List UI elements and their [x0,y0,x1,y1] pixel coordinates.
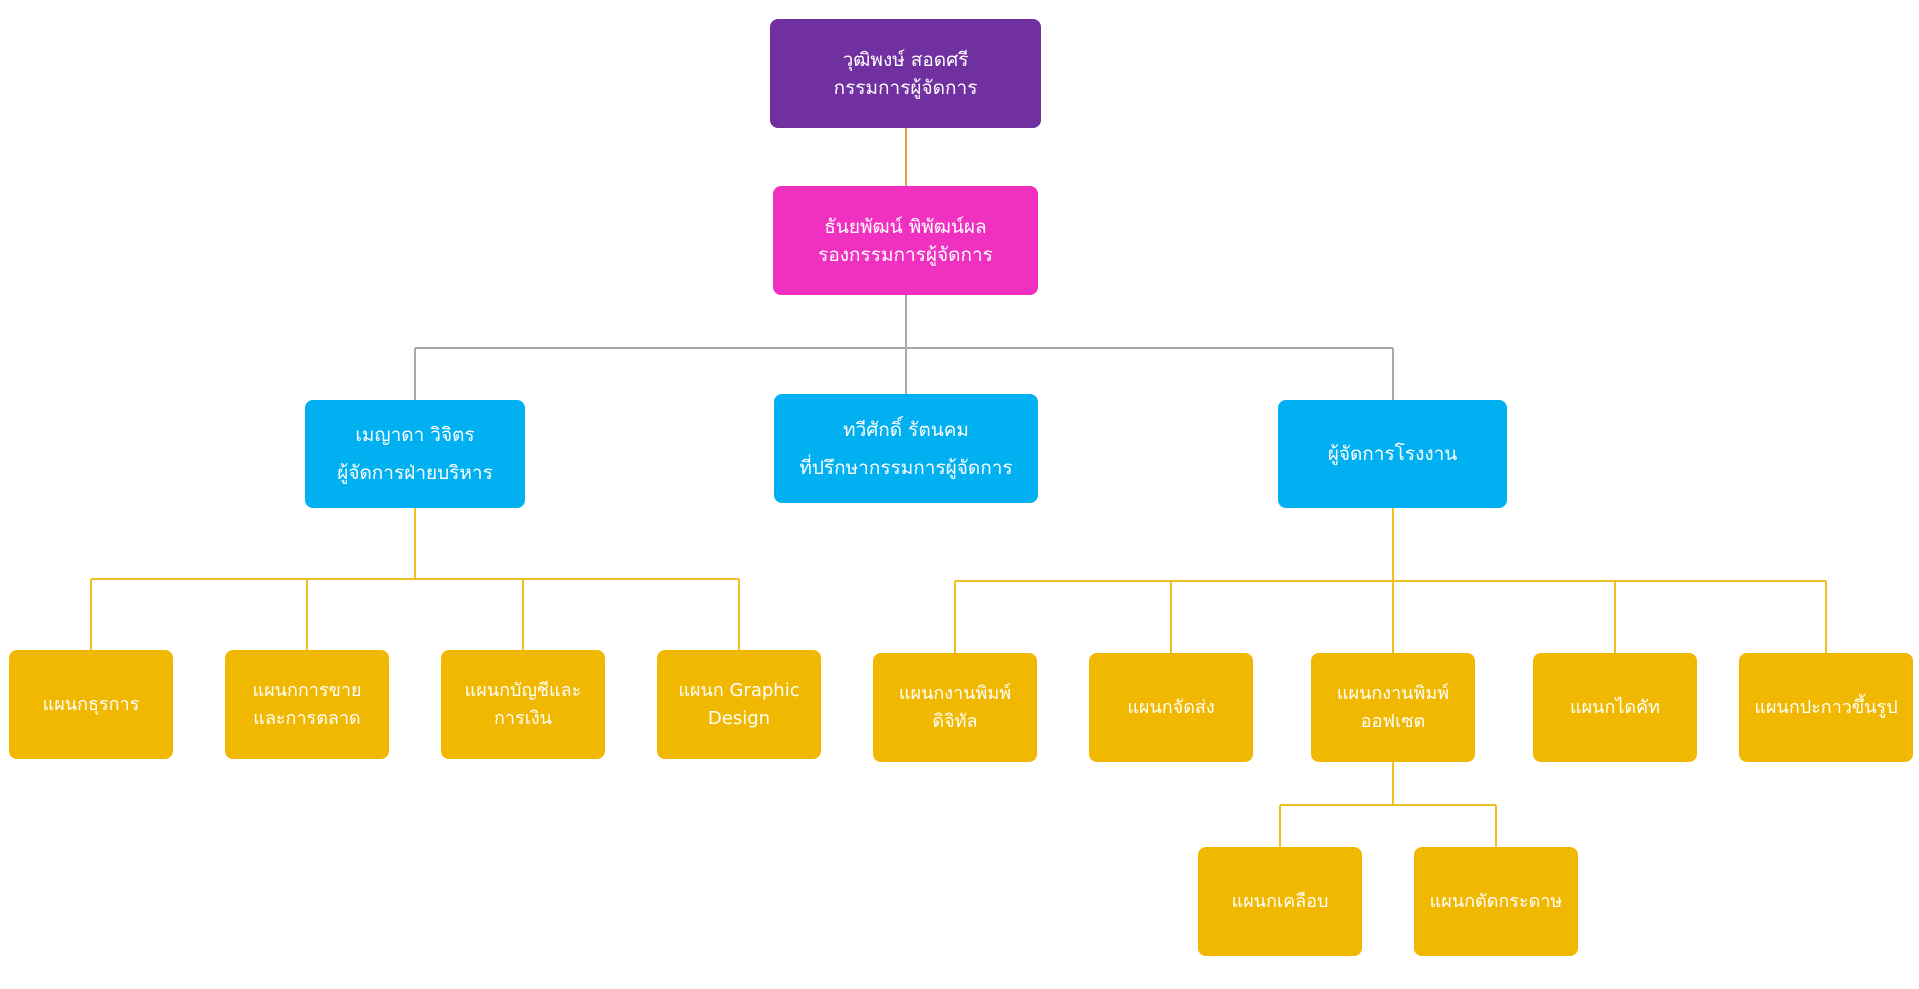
node-title: รองกรรมการผู้จัดการ [818,243,993,266]
node-advisor[interactable]: ทวีศักดิ์ รัตนคม ที่ปรึกษากรรมการผู้จัดก… [774,394,1038,503]
node-label: แผนกงานพิมพ์ [898,682,1012,704]
node-label: การเงิน [494,707,552,729]
node-dept-sales-marketing[interactable]: แผนกการขาย และการตลาด [225,650,389,759]
node-label: แผนกปะกาวขึ้นรูป [1754,696,1898,718]
node-label: แผนกเคลือบ [1231,890,1329,912]
node-dept-graphic-design[interactable]: แผนก Graphic Design [657,650,821,759]
node-label: แผนกบัญชีและ [464,679,582,701]
node-dept-shipping[interactable]: แผนกจัดส่ง [1089,653,1253,762]
node-label: แผนกธุรการ [42,693,140,715]
node-dept-paper-cutting[interactable]: แผนกตัดกระดาษ [1414,847,1578,956]
node-dept-offset-printing[interactable]: แผนกงานพิมพ์ ออฟเซต [1311,653,1475,762]
node-label: แผนกงานพิมพ์ [1336,682,1450,704]
node-label: และการตลาด [253,707,361,729]
node-label: แผนกตัดกระดาษ [1429,890,1563,912]
node-label: ออฟเซต [1360,710,1426,732]
node-label: แผนกการขาย [252,679,362,701]
node-label: แผนกไดคัท [1570,696,1660,718]
node-name: วุฒิพงษ์ สอดศรี [842,48,969,71]
node-title: ที่ปรึกษากรรมการผู้จัดการ [799,456,1013,479]
node-managing-director[interactable]: วุฒิพงษ์ สอดศรี กรรมการผู้จัดการ [770,19,1041,128]
node-title: ผู้จัดการโรงงาน [1327,443,1458,465]
node-label: ดิจิทัล [932,710,978,732]
node-dept-accounting-finance[interactable]: แผนกบัญชีและ การเงิน [441,650,605,759]
node-name: ธันยพัฒน์ พิพัฒน์ผล [824,215,987,238]
node-label: แผนก Graphic [678,679,800,701]
node-title: กรรมการผู้จัดการ [833,76,978,99]
node-admin-manager[interactable]: เมญาดา วิจิตร ผู้จัดการฝ่ายบริหาร [305,400,525,508]
node-title: ผู้จัดการฝ่ายบริหาร [337,462,493,484]
node-dept-clerical[interactable]: แผนกธุรการ [9,650,173,759]
node-dept-coating[interactable]: แผนกเคลือบ [1198,847,1362,956]
node-plant-manager[interactable]: ผู้จัดการโรงงาน [1278,400,1507,508]
node-deputy-managing-director[interactable]: ธันยพัฒน์ พิพัฒน์ผล รองกรรมการผู้จัดการ [773,186,1038,295]
node-label: Design [707,707,771,729]
node-dept-glue-forming[interactable]: แผนกปะกาวขึ้นรูป [1739,653,1913,762]
node-name: ทวีศักดิ์ รัตนคม [843,418,969,441]
node-name: เมญาดา วิจิตร [355,424,475,446]
node-dept-digital-printing[interactable]: แผนกงานพิมพ์ ดิจิทัล [873,653,1037,762]
node-dept-die-cut[interactable]: แผนกไดคัท [1533,653,1697,762]
node-label: แผนกจัดส่ง [1127,696,1215,718]
